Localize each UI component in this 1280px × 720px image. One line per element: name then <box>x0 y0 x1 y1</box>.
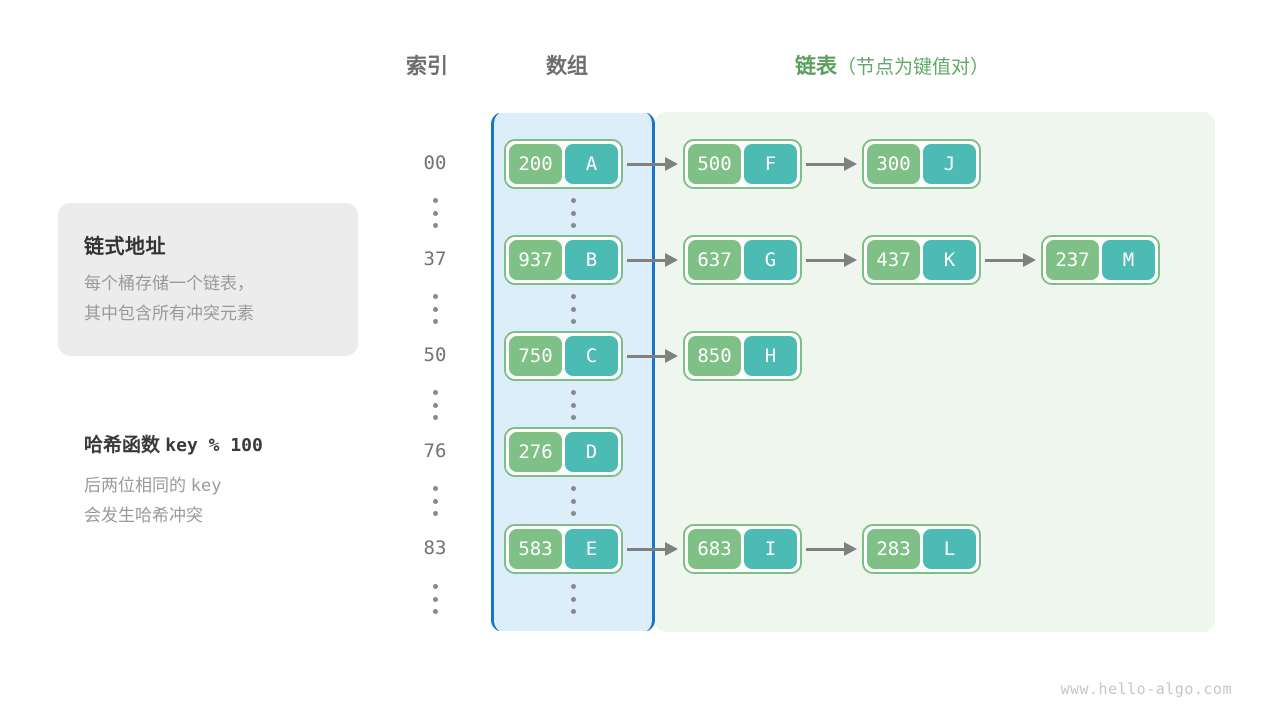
node-key: 200 <box>509 144 562 184</box>
node-key: 637 <box>688 240 741 280</box>
hash-function-note: 哈希函数 key % 100 后两位相同的 key 会发生哈希冲突 <box>84 430 384 531</box>
bucket-index-label: 37 <box>423 248 447 270</box>
bucket-index-label: 83 <box>423 537 447 559</box>
node-value: C <box>565 336 618 376</box>
bucket-index-label: 00 <box>423 152 447 174</box>
node-key: 437 <box>867 240 920 280</box>
info-card-line-2: 其中包含所有冲突元素 <box>84 304 254 323</box>
node-key: 276 <box>509 432 562 472</box>
index-ellipsis <box>428 294 442 324</box>
node-key: 750 <box>509 336 562 376</box>
bucket-index-label: 50 <box>423 344 447 366</box>
footer-url: www.hello-algo.com <box>1060 680 1232 698</box>
node-key: 583 <box>509 529 562 569</box>
node-value: A <box>565 144 618 184</box>
node-value: F <box>744 144 797 184</box>
hash-function-body: 后两位相同的 key 会发生哈希冲突 <box>84 471 384 531</box>
next-pointer-arrow-icon <box>623 136 683 192</box>
next-pointer-arrow-icon <box>623 232 683 288</box>
node-key: 850 <box>688 336 741 376</box>
array-ellipsis <box>566 584 580 614</box>
bucket-index-label: 76 <box>423 440 447 462</box>
node-value: K <box>923 240 976 280</box>
next-pointer-arrow-icon <box>802 521 862 577</box>
hash-function-label: 哈希函数 <box>84 435 161 456</box>
hash-note-line-1-key: key <box>190 476 222 496</box>
node-value: L <box>923 529 976 569</box>
hash-note-line-1-text: 后两位相同的 <box>84 476 186 495</box>
node-value: G <box>744 240 797 280</box>
hash-function-expression: key % 100 <box>165 435 263 456</box>
hash-note-line-1: 后两位相同的 key <box>84 471 384 501</box>
next-pointer-arrow-icon <box>802 232 862 288</box>
node-value: D <box>565 432 618 472</box>
node-value: I <box>744 529 797 569</box>
info-card-title: 链式地址 <box>84 236 166 258</box>
node-value: H <box>744 336 797 376</box>
next-pointer-arrow-icon <box>981 232 1041 288</box>
node-value: E <box>565 529 618 569</box>
array-ellipsis <box>566 198 580 228</box>
header-index: 索引 <box>406 55 448 78</box>
next-pointer-arrow-icon <box>802 136 862 192</box>
index-ellipsis <box>428 390 442 420</box>
node-value: J <box>923 144 976 184</box>
info-card: 链式地址 每个桶存储一个链表， 其中包含所有冲突元素 <box>58 203 358 356</box>
header-linked-list-sub: （节点为键值对） <box>837 57 990 78</box>
next-pointer-arrow-icon <box>623 521 683 577</box>
node-key: 237 <box>1046 240 1099 280</box>
info-card-body: 每个桶存储一个链表， 其中包含所有冲突元素 <box>84 269 344 329</box>
node-value: M <box>1102 240 1155 280</box>
header-linked-list-main: 链表 <box>795 55 837 78</box>
node-key: 937 <box>509 240 562 280</box>
index-ellipsis <box>428 486 442 516</box>
header-linked-list: 链表（节点为键值对） <box>795 50 989 80</box>
index-ellipsis <box>428 198 442 228</box>
info-card-line-1: 每个桶存储一个链表， <box>84 274 254 293</box>
header-array: 数组 <box>546 55 588 78</box>
column-headers: 索引 数组 链表（节点为键值对） <box>0 50 1280 82</box>
index-ellipsis <box>428 584 442 614</box>
hash-function-title: 哈希函数 key % 100 <box>84 430 384 457</box>
node-key: 500 <box>688 144 741 184</box>
array-ellipsis <box>566 294 580 324</box>
next-pointer-arrow-icon <box>623 328 683 384</box>
node-value: B <box>565 240 618 280</box>
node-key: 300 <box>867 144 920 184</box>
node-key: 683 <box>688 529 741 569</box>
array-ellipsis <box>566 390 580 420</box>
array-ellipsis <box>566 486 580 516</box>
node-key: 283 <box>867 529 920 569</box>
hash-note-line-2: 会发生哈希冲突 <box>84 506 203 525</box>
